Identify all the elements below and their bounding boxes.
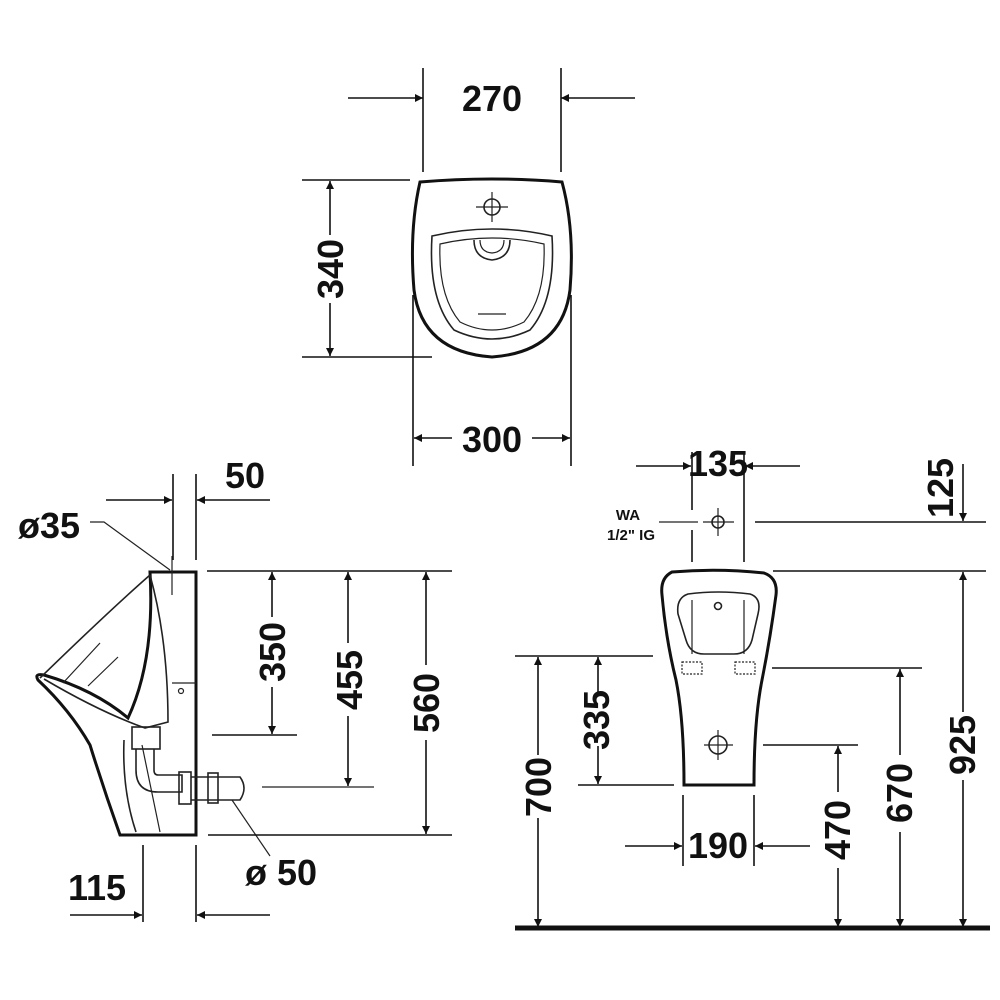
dimension-label-335: 335 (576, 690, 617, 750)
fixing-point-icon (177, 687, 185, 695)
dimension-label-125: 125 (920, 458, 961, 518)
dimension-label-925: 925 (942, 715, 983, 775)
urinal-bowl-rim (430, 228, 554, 340)
spreader-inner (479, 239, 505, 254)
bowl-shade-line (87, 656, 119, 687)
dimension-label-350: 350 (252, 622, 293, 682)
urinal-top-outline (410, 177, 573, 359)
dimension-label-50: 50 (225, 455, 265, 496)
dimension-label-470: 470 (817, 800, 858, 860)
side-view: 50 ø35 ø 50 350 455 (18, 455, 452, 922)
trap-assembly-icon (122, 726, 245, 833)
bowl-edge-line (39, 574, 151, 679)
inlet-diameter-label: ø35 (18, 505, 80, 546)
bowl-front-line (43, 574, 169, 729)
outlet-diameter-label: ø 50 (245, 852, 317, 893)
dimension-label-700: 700 (518, 757, 559, 817)
urinal-front-outline (660, 568, 778, 787)
dimension-label-455: 455 (329, 650, 370, 710)
dimension-label-340: 340 (310, 239, 351, 299)
spreader-hole-icon (713, 601, 723, 611)
urinal-side-outline (35, 570, 198, 837)
sensor-grille-icon (681, 661, 703, 675)
top-view: 270 340 300 (302, 68, 635, 466)
bowl-shade-line (62, 642, 101, 684)
leader-line (90, 521, 171, 571)
dimension-label-670: 670 (879, 763, 920, 823)
front-view: 135 WA 1/2" IG 125 925 700 335 (515, 443, 990, 931)
leader-line (231, 799, 271, 857)
dimension-label-270: 270 (462, 78, 522, 119)
dimension-label-190: 190 (688, 825, 748, 866)
sensor-grille-icon (734, 661, 756, 675)
urinal-bowl-inner (439, 237, 545, 331)
water-supply-thread-label: 1/2" IG (607, 527, 655, 544)
dimension-label-115: 115 (68, 867, 126, 908)
dimension-label-135: 135 (688, 443, 748, 484)
dimension-label-300: 300 (462, 419, 522, 460)
spreader-outline (473, 239, 511, 261)
water-supply-label: WA (616, 507, 640, 524)
dimension-label-560: 560 (406, 673, 447, 733)
